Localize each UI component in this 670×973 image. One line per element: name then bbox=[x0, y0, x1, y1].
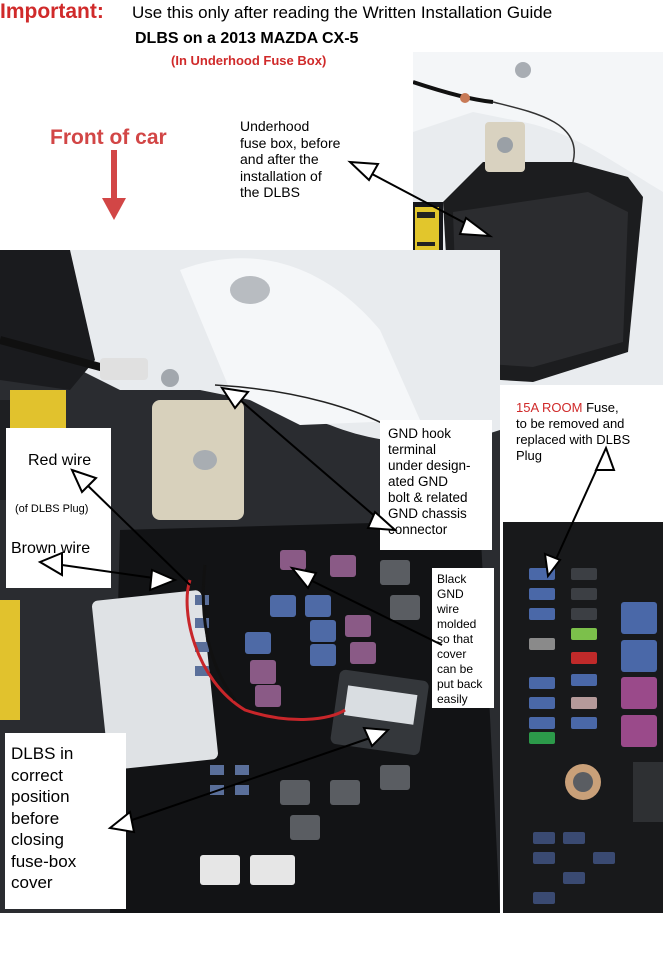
callout-line: GND chassis bbox=[388, 506, 467, 521]
callout-line: GND hook bbox=[388, 426, 452, 441]
callout-line: terminal bbox=[388, 442, 437, 457]
callout-line: put back bbox=[437, 677, 483, 691]
callout-line: replaced with DLBS bbox=[516, 432, 631, 447]
black-gnd-wire-callout: Black GND wire molded so that cover can … bbox=[432, 568, 494, 708]
gnd-hook-callout: GND hook terminal under design- ated GND… bbox=[380, 420, 492, 550]
callout-line: molded bbox=[437, 617, 477, 631]
front-of-car-label: Front of car bbox=[50, 126, 167, 149]
callout-line: GND bbox=[437, 587, 464, 601]
room-fuse-label: 15A ROOM bbox=[516, 400, 583, 415]
room-fuse-text: Fuse, bbox=[582, 400, 619, 415]
callout-line: DLBS in bbox=[11, 744, 74, 763]
callout-line: to be removed and bbox=[516, 416, 625, 431]
callout-line: Underhood bbox=[240, 118, 310, 134]
fuse-box-callout: Underhood fuse box, before and after the… bbox=[240, 118, 370, 201]
callout-line: ated GND bbox=[388, 474, 449, 489]
open-fuse-box-photo bbox=[503, 522, 663, 913]
callout-line: installation of bbox=[240, 167, 322, 184]
callout-line: can be bbox=[437, 662, 474, 676]
red-wire-label: Red wire bbox=[28, 452, 92, 469]
callout-line: under design- bbox=[388, 458, 471, 473]
important-label: Important: bbox=[0, 0, 104, 23]
callout-line: and after the bbox=[240, 151, 319, 167]
callout-line: easily bbox=[437, 692, 468, 706]
dlbs-position-callout: DLBS in correct position before closing … bbox=[5, 733, 126, 909]
important-note: Use this only after reading the Written … bbox=[132, 3, 553, 22]
callout-line: closing bbox=[11, 830, 64, 849]
callout-line: position bbox=[11, 787, 70, 806]
callout-line: fuse box, before bbox=[240, 134, 341, 151]
callout-line: the DLBS bbox=[240, 184, 300, 200]
callout-line: Black bbox=[437, 572, 467, 586]
page-title: DLBS on a 2013 MAZDA CX-5 bbox=[135, 30, 359, 47]
front-direction-arrow-icon bbox=[102, 150, 126, 220]
callout-line: cover bbox=[11, 873, 53, 892]
callout-line: Plug bbox=[516, 448, 543, 463]
brown-wire-label: Brown wire bbox=[11, 540, 91, 557]
callout-line: connector bbox=[388, 522, 448, 537]
callout-line: before bbox=[11, 808, 60, 828]
callout-line: cover bbox=[437, 647, 467, 661]
callout-line: fuse-box bbox=[11, 851, 77, 871]
page-subtitle: (In Underhood Fuse Box) bbox=[171, 53, 327, 68]
callout-line: bolt & related bbox=[388, 490, 468, 505]
room-fuse-callout: 15A ROOM Fuse, to be removed and replace… bbox=[516, 400, 666, 464]
callout-line: so that bbox=[437, 632, 474, 646]
callout-line: wire bbox=[437, 602, 460, 616]
callout-line: correct bbox=[11, 765, 63, 785]
dlbs-plug-note: (of DLBS Plug) bbox=[15, 503, 89, 515]
